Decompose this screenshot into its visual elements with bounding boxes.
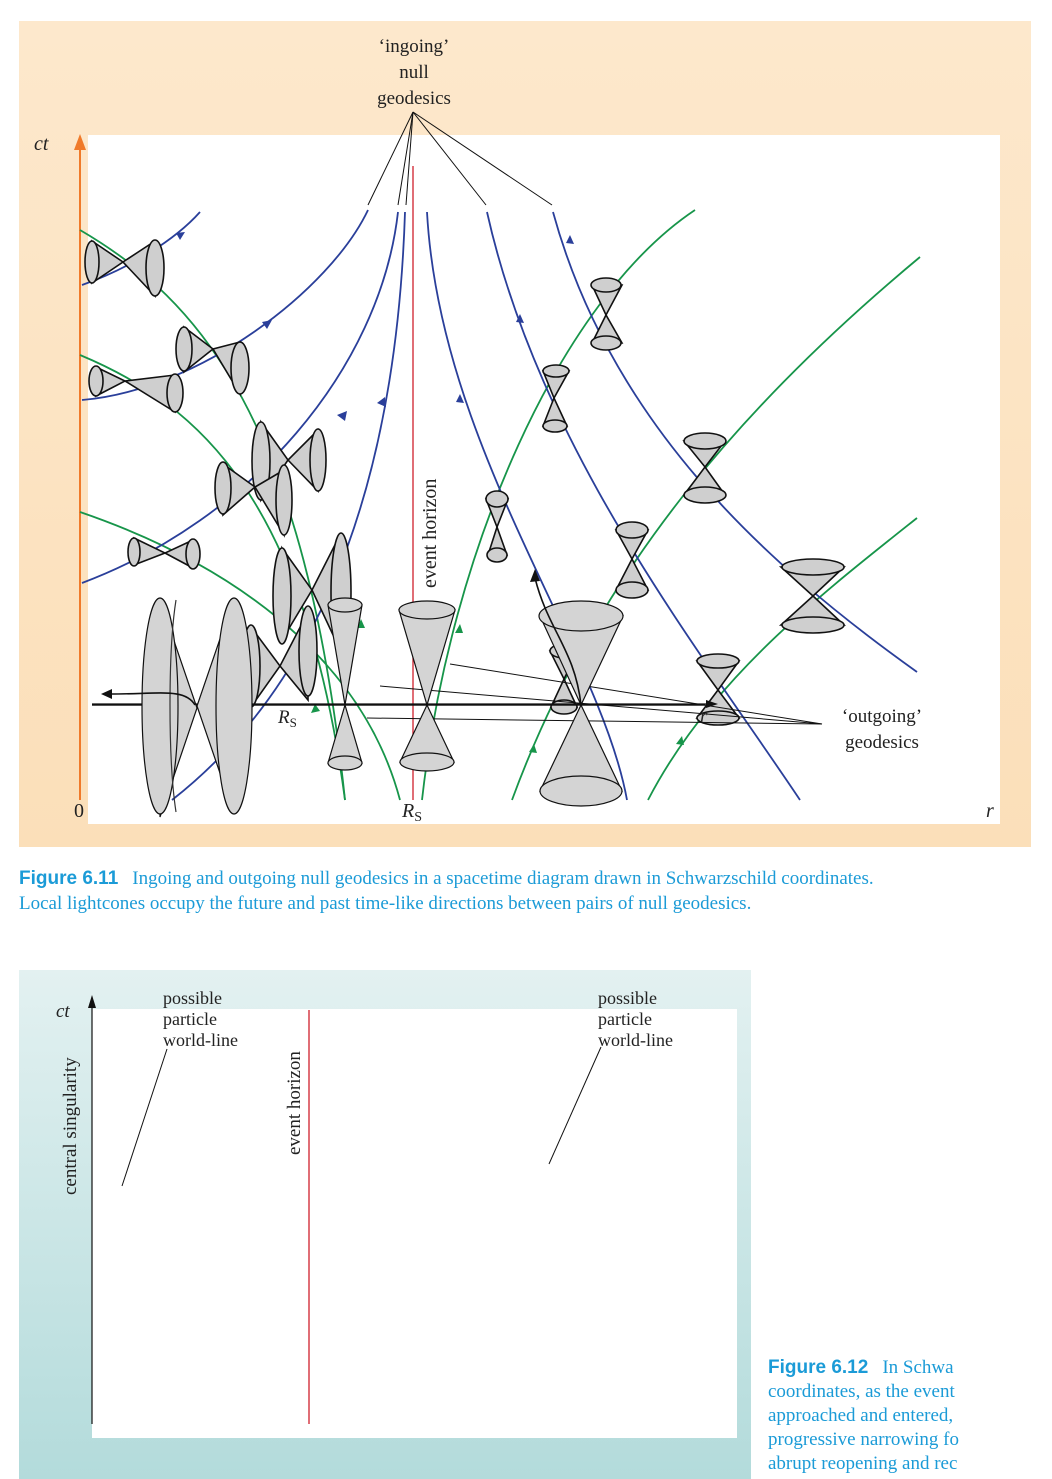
svg-text:geodesics: geodesics xyxy=(845,732,919,753)
figure-label: Figure 6.12 xyxy=(768,1357,869,1378)
lightcone xyxy=(127,536,201,570)
y-axis-arrow xyxy=(74,134,86,150)
ingoing-arrow xyxy=(516,314,524,323)
lightcone xyxy=(614,521,650,599)
label-leader-lines xyxy=(366,111,823,725)
outgoing-geodesic-1 xyxy=(79,229,346,801)
ingoing-arrow xyxy=(456,394,464,403)
figure-6-12-caption: Figure 6.12 In Schwa coordinates, as the … xyxy=(768,1356,1052,1476)
outgoing-geodesic-6 xyxy=(647,517,918,801)
figure-6-12-plot-area xyxy=(92,1009,737,1438)
origin-label: 0 xyxy=(74,800,84,822)
caption-line: approached and entered, xyxy=(768,1405,954,1426)
svg-text:geodesics: geodesics xyxy=(377,88,451,109)
lightcone xyxy=(548,643,580,715)
lightcone xyxy=(84,239,165,299)
caption-text: Ingoing and outgoing null geodesics in a… xyxy=(19,868,874,914)
outgoing-arrow xyxy=(455,624,463,633)
lightcone xyxy=(590,277,624,351)
lightcone xyxy=(778,558,847,634)
ingoing-geodesic-6 xyxy=(486,211,801,801)
outgoing-arrow xyxy=(311,704,320,713)
y-axis-label: ct xyxy=(34,133,49,155)
figure-6-12-panel xyxy=(19,970,751,1479)
lightcones-inside-horizon xyxy=(84,239,352,710)
svg-text:‘ingoing’: ‘ingoing’ xyxy=(379,36,450,57)
ingoing-arrow xyxy=(377,397,386,407)
lightcone xyxy=(682,432,727,504)
figure-6-11-diagram: ct r 0 RS event horizon ‘ingoing’ null g… xyxy=(34,36,994,825)
lightcone xyxy=(484,490,510,563)
rs-label: RS xyxy=(401,800,422,825)
lightcone xyxy=(175,325,250,397)
x-axis-label: r xyxy=(986,800,994,822)
caption-line: In Schwa xyxy=(882,1357,954,1378)
ingoing-geodesic-2 xyxy=(81,209,369,401)
caption-line: progressive narrowing fo xyxy=(768,1429,960,1450)
lightcone xyxy=(88,365,184,414)
caption-line: coordinates, as the event xyxy=(768,1381,955,1402)
svg-text:‘outgoing’: ‘outgoing’ xyxy=(842,706,922,727)
lightcone xyxy=(541,364,571,433)
outgoing-arrow xyxy=(529,744,537,753)
ingoing-arrow xyxy=(337,411,347,421)
outgoing-arrow xyxy=(357,619,365,628)
ingoing-label: ‘ingoing’ null geodesics xyxy=(377,36,451,109)
svg-text:null: null xyxy=(399,62,429,83)
lightcone xyxy=(214,461,293,538)
event-horizon-label: event horizon xyxy=(419,479,441,588)
ingoing-arrow xyxy=(566,235,574,244)
lightcones-outside-horizon xyxy=(484,277,847,726)
ingoing-arrow xyxy=(176,232,185,240)
caption-line: abrupt reopening and rec xyxy=(768,1453,958,1474)
ingoing-geodesic-5 xyxy=(426,211,628,801)
lightcone xyxy=(695,653,741,726)
ingoing-arrow xyxy=(262,320,272,329)
outgoing-arrow xyxy=(676,736,684,745)
figure-label: Figure 6.11 xyxy=(19,868,119,889)
outgoing-arrow xyxy=(343,657,351,667)
outgoing-label: ‘outgoing’ geodesics xyxy=(842,706,922,753)
